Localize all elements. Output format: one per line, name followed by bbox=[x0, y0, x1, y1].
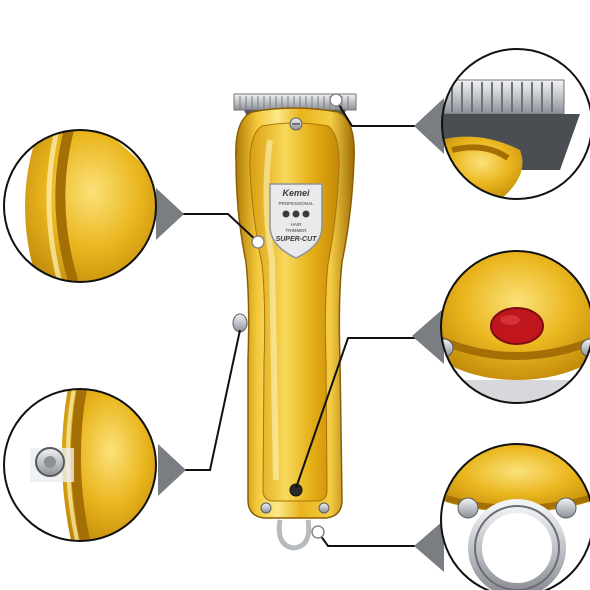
zoom-red-indicator bbox=[440, 250, 590, 404]
badge-line-2: TRIMMER bbox=[286, 228, 308, 233]
side-button bbox=[232, 313, 248, 333]
callout-pointers bbox=[156, 98, 444, 572]
brand-badge: Kemei PROFESSIONAL HAIR TRIMMER SUPER-CU… bbox=[269, 183, 323, 259]
hair-clipper: Kemei PROFESSIONAL HAIR TRIMMER SUPER-CU… bbox=[232, 93, 357, 551]
bottom-right-screw bbox=[318, 502, 330, 514]
red-led bbox=[490, 307, 544, 345]
badge-subtitle: PROFESSIONAL bbox=[278, 201, 314, 206]
hanging-ring bbox=[276, 519, 312, 551]
badge-line-1: HAIR bbox=[291, 222, 303, 227]
zoom-blade bbox=[441, 48, 590, 200]
power-switch bbox=[289, 483, 303, 497]
callout-dots bbox=[251, 93, 343, 539]
zoom-side-button bbox=[3, 388, 157, 542]
bottom-left-screw bbox=[260, 502, 272, 514]
badge-model: SUPER-CUT bbox=[276, 236, 318, 243]
zoom-hanging-ring bbox=[440, 443, 590, 590]
zoom-body-curve bbox=[3, 129, 157, 283]
brand-logo: Kemei bbox=[282, 188, 310, 198]
